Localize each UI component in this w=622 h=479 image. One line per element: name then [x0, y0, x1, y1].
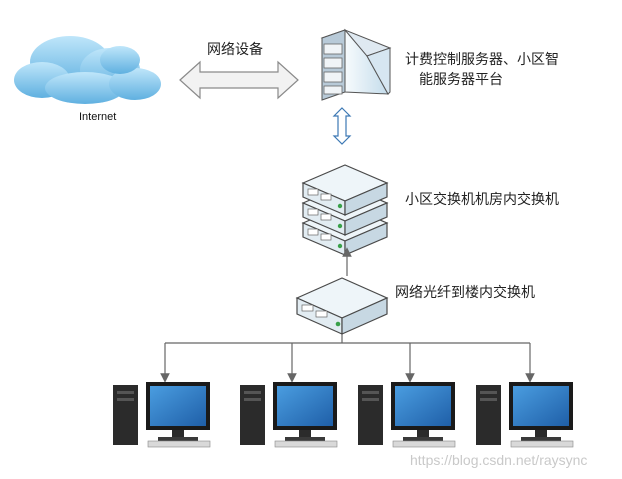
building-switch-label: 网络光纤到楼内交换机: [395, 285, 535, 301]
watermark-text: https://blog.csdn.net/raysync: [410, 452, 588, 468]
internet-cloud-icon: [14, 36, 161, 104]
network-device-label: 网络设备: [207, 42, 263, 58]
computer-2-icon: [240, 382, 338, 448]
core-switch-stack-icon: [301, 164, 389, 256]
server-rack-icon: [320, 28, 392, 101]
core-switch-label: 小区交换机机房内交换机: [405, 192, 559, 208]
double-arrow-icon: [179, 60, 299, 100]
server-label-line1: 计费控制服务器、小区智: [405, 52, 559, 68]
computer-3-icon: [358, 382, 456, 448]
distribution-lines: [160, 334, 535, 383]
internet-label: Internet: [79, 111, 117, 123]
computer-1-icon: [113, 382, 211, 448]
building-switch-icon: [295, 277, 389, 335]
computer-4-icon: [476, 382, 574, 448]
vertical-double-arrow-icon: [332, 107, 352, 145]
server-label-line2: 能服务器平台: [419, 72, 503, 88]
